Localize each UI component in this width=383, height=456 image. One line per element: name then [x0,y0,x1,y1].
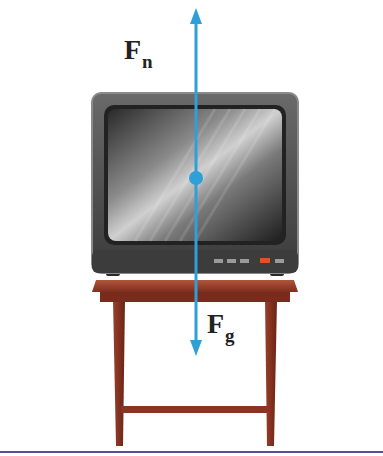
force-symbol: F [207,310,224,338]
force-symbol: F [124,36,141,64]
force-subscript: n [142,52,153,71]
force-subscript: g [225,326,235,345]
force-vectors [189,8,203,356]
floor-line [0,451,383,453]
